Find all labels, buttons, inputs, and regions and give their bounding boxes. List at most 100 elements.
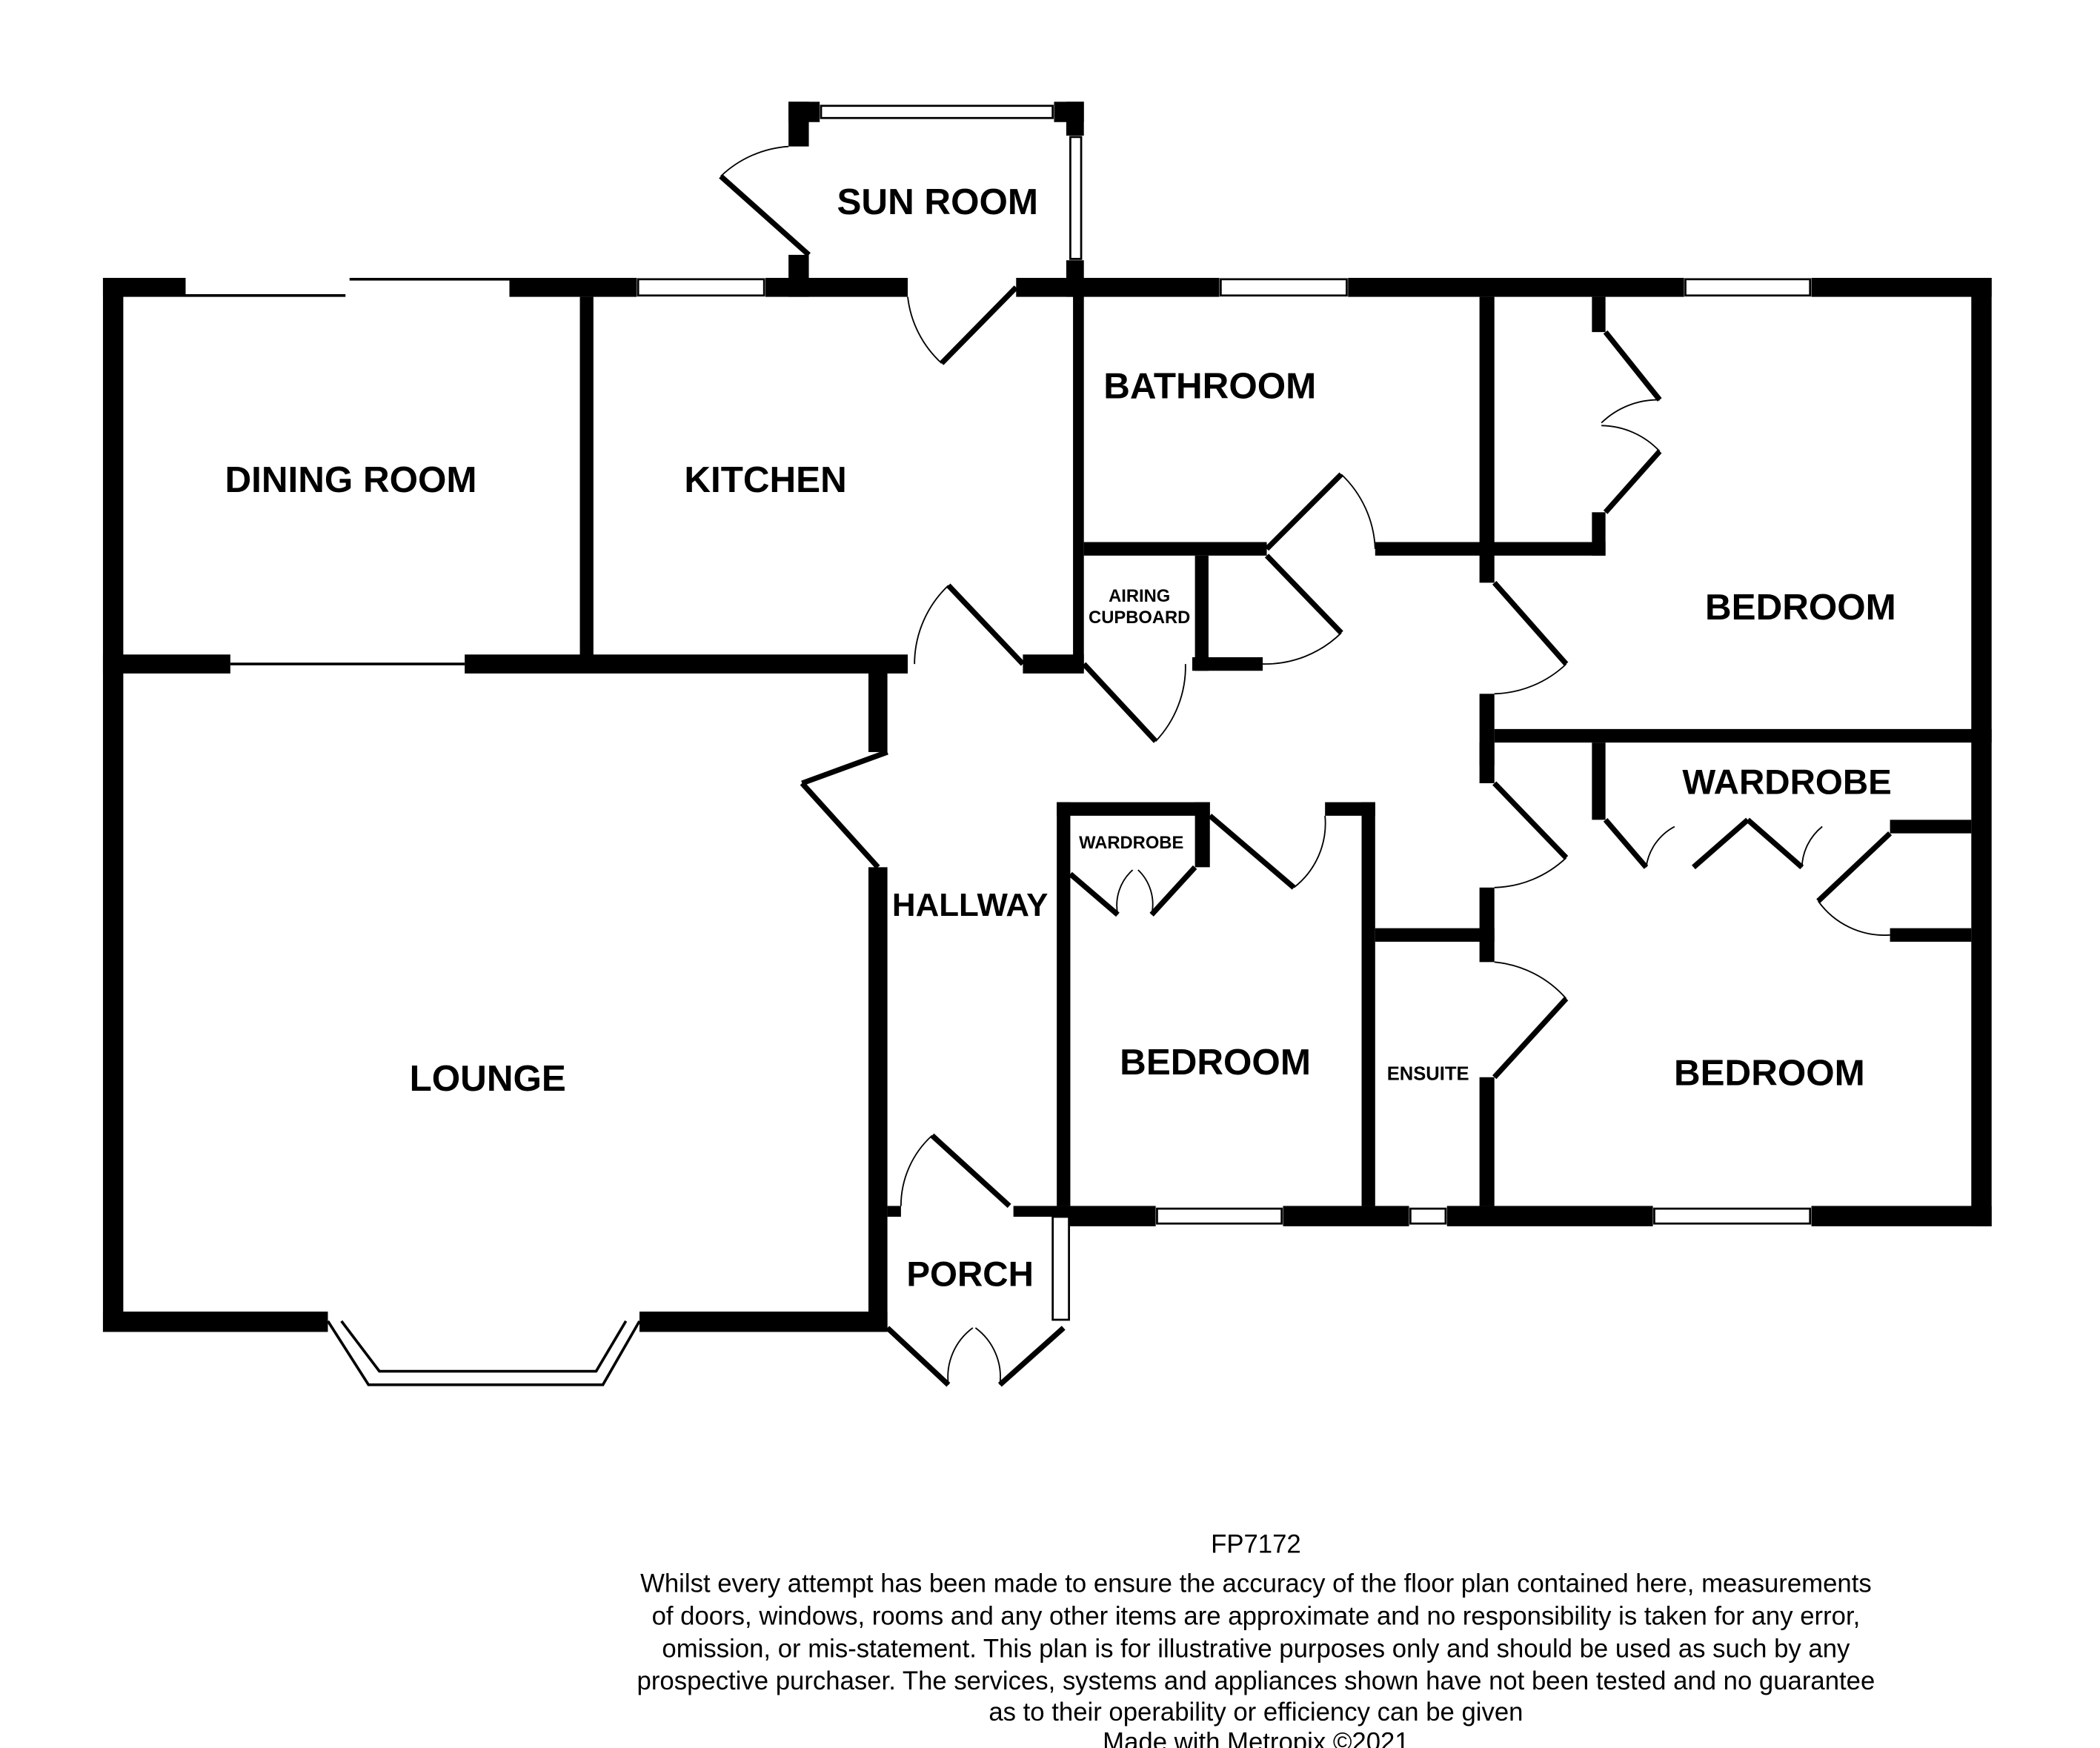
wall <box>102 654 230 674</box>
door-swing <box>946 583 1026 666</box>
door-swing <box>914 585 949 665</box>
room-label-airing: AIRING <box>1109 586 1170 606</box>
door-swing <box>1137 869 1154 915</box>
room-label-hallway: HALLWAY <box>892 887 1048 923</box>
door-swing <box>1746 817 1804 870</box>
window <box>1156 1207 1283 1225</box>
door-swing <box>1116 869 1134 915</box>
door-swing <box>1645 825 1675 868</box>
door-swing <box>885 1326 951 1387</box>
wall <box>868 867 888 1332</box>
room-label-lounge: LOUNGE <box>410 1058 566 1099</box>
bay-window <box>326 1320 641 1386</box>
room-label-cupboard: CUPBOARD <box>1089 608 1190 628</box>
room-label-bedroom-2: BEDROOM <box>1120 1042 1311 1083</box>
door-swing <box>800 781 880 869</box>
wall <box>1283 1206 1409 1226</box>
door-swing <box>940 285 1018 365</box>
room-label-bedroom-3: BEDROOM <box>1674 1053 1865 1094</box>
disclaimer-line: Whilst every attempt has been made to en… <box>640 1570 1872 1598</box>
wall <box>1083 542 1267 556</box>
wall <box>1971 278 1992 1226</box>
door-swing <box>1603 449 1662 514</box>
door-swing <box>997 1326 1066 1387</box>
room-label-wardrobe-small: WARDROBE <box>1079 833 1183 853</box>
door-swing <box>974 1327 1001 1385</box>
wall <box>1057 802 1210 816</box>
wall <box>1890 928 1972 942</box>
door-swing <box>1154 664 1186 742</box>
wall <box>868 664 888 752</box>
door-swing <box>1492 997 1569 1080</box>
wall <box>1592 742 1606 820</box>
plan-reference: FP7172 <box>1211 1531 1301 1559</box>
door-swing <box>719 174 811 257</box>
room-label-sun-room: SUN ROOM <box>837 182 1038 222</box>
windows <box>185 104 1812 1386</box>
wall <box>639 1312 888 1332</box>
room-label-ensuite: ENSUITE <box>1387 1063 1469 1084</box>
wall <box>1361 802 1375 1206</box>
door-swing <box>801 749 888 786</box>
disclaimer-line: prospective purchaser. The services, sys… <box>637 1667 1875 1695</box>
wall <box>1013 1206 1071 1217</box>
door-swing <box>1264 554 1343 635</box>
window <box>1051 1215 1070 1321</box>
wall <box>1348 278 1684 297</box>
room-label-kitchen: KITCHEN <box>684 459 846 500</box>
wall <box>1479 296 1495 583</box>
wall <box>1066 102 1084 136</box>
door-swing <box>1069 871 1120 917</box>
room-label-bedroom-1: BEDROOM <box>1705 587 1896 628</box>
door-swing <box>907 296 943 364</box>
door-swing <box>1692 817 1750 870</box>
door-swing <box>1494 663 1567 695</box>
wall <box>1494 728 1992 743</box>
disclaimer-line: omission, or mis-statement. This plan is… <box>662 1635 1850 1663</box>
door-swing <box>1264 472 1343 551</box>
wall <box>1375 928 1495 942</box>
window <box>637 278 765 297</box>
door-swing <box>720 145 789 177</box>
wall <box>1073 278 1084 671</box>
wall <box>1194 555 1209 671</box>
wall <box>1890 820 1972 834</box>
wall <box>1811 1206 1992 1226</box>
door-swing <box>1603 330 1662 402</box>
door-swing <box>900 1134 933 1206</box>
door-swing <box>1263 632 1342 665</box>
wall <box>1811 278 1992 297</box>
wall <box>1479 1077 1495 1206</box>
wall <box>1016 278 1220 297</box>
door-swing <box>1149 865 1197 917</box>
doors <box>719 145 1893 1387</box>
wall <box>788 254 809 297</box>
walls <box>102 102 1992 1332</box>
room-label-wardrobe-large: WARDROBE <box>1682 763 1891 802</box>
wall <box>509 278 637 297</box>
window <box>1409 1207 1447 1225</box>
window <box>820 104 1054 119</box>
room-label-porch: PORCH <box>906 1254 1034 1294</box>
door-swing <box>1494 961 1567 1000</box>
door-swing <box>1293 815 1326 888</box>
door-swing <box>1801 825 1823 868</box>
wall <box>1592 296 1606 333</box>
wall <box>465 654 908 674</box>
door-swing <box>1494 857 1567 888</box>
wall <box>1446 1206 1653 1226</box>
wall <box>1057 802 1071 1206</box>
wall <box>887 1206 901 1217</box>
door-swing <box>1208 814 1296 890</box>
credit-line: Made with Metropix ©2021 <box>1103 1728 1409 1748</box>
window <box>1069 136 1083 260</box>
door-swing <box>1817 900 1890 936</box>
door-swing <box>1816 831 1893 903</box>
wall <box>1479 887 1495 963</box>
wall <box>102 1312 328 1332</box>
door-swing <box>1340 473 1376 549</box>
door-swing <box>1492 781 1569 860</box>
window <box>1220 278 1348 297</box>
wall <box>1194 802 1210 868</box>
